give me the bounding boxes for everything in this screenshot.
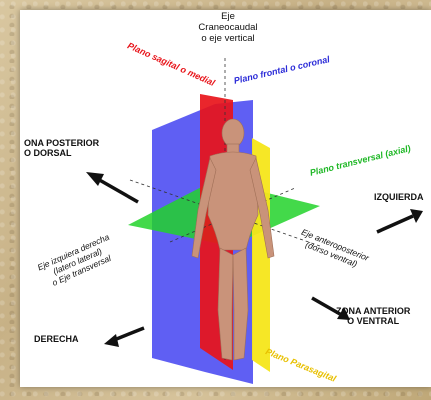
anterior-zone-label: ZONA ANTERIOR O VENTRAL <box>336 306 410 327</box>
right-direction-label: DERECHA <box>34 334 79 344</box>
arrow-posterior <box>86 172 138 202</box>
arrow-derecha <box>104 328 144 347</box>
left-direction-label: IZQUIERDA <box>374 192 424 202</box>
vertical-axis-label: Eje Craneocaudal o eje vertical <box>188 12 268 45</box>
posterior-zone-label: ONA POSTERIOR O DORSAL <box>24 138 99 159</box>
planes-illustration <box>20 10 431 387</box>
anatomical-planes-diagram: Eje Craneocaudal o eje vertical Plano sa… <box>20 10 431 387</box>
arrow-izquierda <box>377 209 423 232</box>
